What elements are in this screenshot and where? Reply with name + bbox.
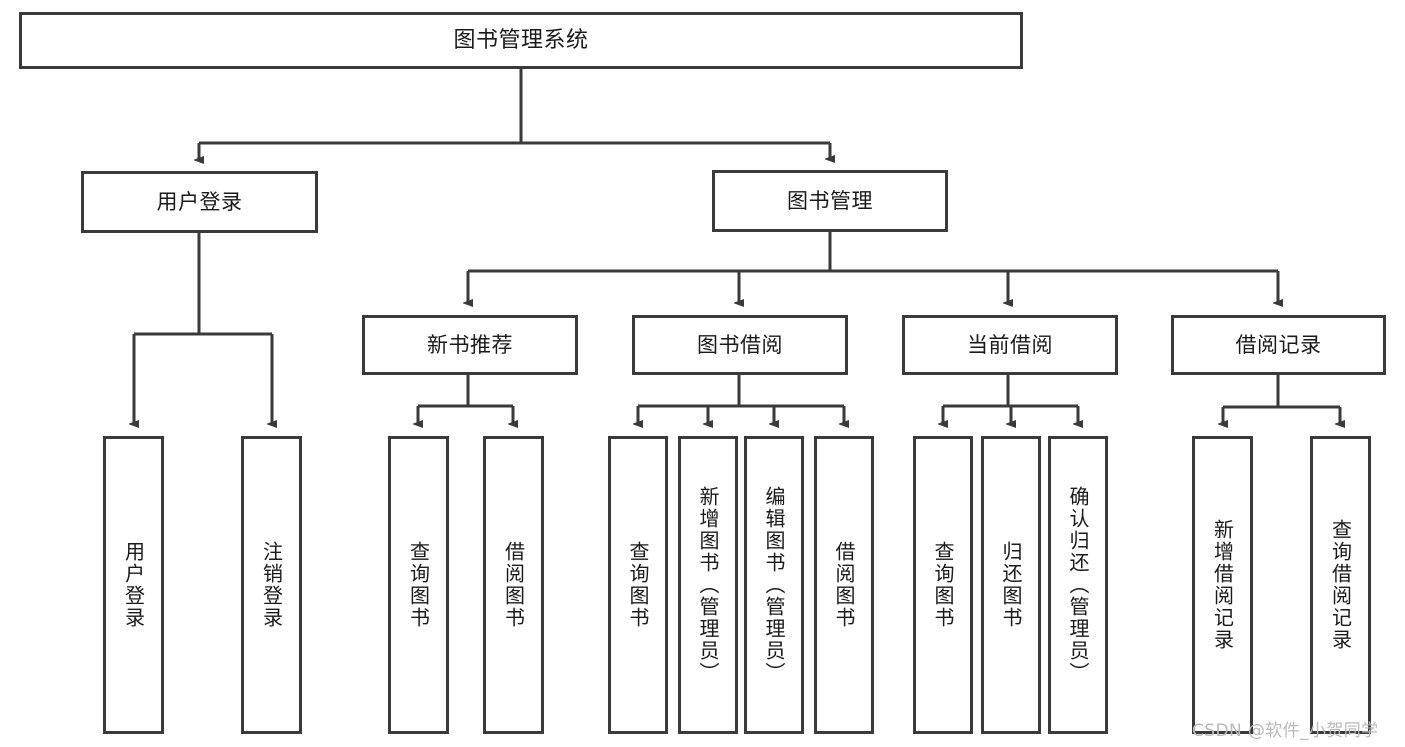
- node-user-login-label: 用户登录: [156, 189, 243, 214]
- node-new-book-rec-label: 新书推荐: [427, 332, 513, 357]
- node-leaf-confirm-return-label: 确认归还（管理员）: [1066, 486, 1090, 684]
- node-leaf-borrow-book-1[interactable]: 借阅图书: [483, 436, 544, 734]
- node-new-book-rec[interactable]: 新书推荐: [362, 315, 578, 375]
- node-current-borrow[interactable]: 当前借阅: [902, 315, 1118, 375]
- node-borrow-record[interactable]: 借阅记录: [1171, 315, 1386, 375]
- node-book-borrow[interactable]: 图书借阅: [632, 315, 848, 375]
- node-leaf-add-record-label: 新增借阅记录: [1210, 519, 1235, 651]
- node-leaf-user-login-label: 用户登录: [121, 541, 146, 629]
- node-leaf-user-login[interactable]: 用户登录: [103, 436, 164, 734]
- node-leaf-query-record[interactable]: 查询借阅记录: [1310, 436, 1371, 734]
- node-leaf-confirm-return[interactable]: 确认归还（管理员）: [1048, 436, 1108, 734]
- node-leaf-edit-book-label: 编辑图书（管理员）: [762, 486, 786, 684]
- node-current-borrow-label: 当前借阅: [967, 332, 1053, 357]
- node-user-login[interactable]: 用户登录: [81, 171, 318, 233]
- node-leaf-query-book-1[interactable]: 查询图书: [388, 436, 449, 734]
- node-leaf-query-book-2[interactable]: 查询图书: [608, 436, 668, 734]
- node-leaf-query-book-3[interactable]: 查询图书: [913, 436, 973, 734]
- node-borrow-record-label: 借阅记录: [1235, 332, 1322, 357]
- node-leaf-return-book-label: 归还图书: [999, 541, 1023, 629]
- node-leaf-borrow-book-2-label: 借阅图书: [832, 541, 856, 629]
- node-leaf-add-book[interactable]: 新增图书（管理员）: [678, 436, 738, 734]
- node-leaf-add-record[interactable]: 新增借阅记录: [1192, 436, 1253, 734]
- node-leaf-query-book-3-label: 查询图书: [931, 541, 955, 629]
- node-leaf-add-book-label: 新增图书（管理员）: [696, 486, 720, 684]
- node-book-manage-label: 图书管理: [787, 188, 873, 213]
- node-leaf-edit-book[interactable]: 编辑图书（管理员）: [744, 436, 804, 734]
- node-root[interactable]: 图书管理系统: [19, 12, 1023, 69]
- watermark-text: CSDN @软件_小贺同学: [1192, 721, 1379, 741]
- node-leaf-borrow-book-2[interactable]: 借阅图书: [814, 436, 874, 734]
- node-leaf-borrow-book-1-label: 借阅图书: [501, 541, 526, 629]
- node-leaf-query-book-1-label: 查询图书: [406, 541, 431, 629]
- node-leaf-logout[interactable]: 注销登录: [241, 436, 302, 734]
- node-book-manage[interactable]: 图书管理: [712, 170, 948, 232]
- node-book-borrow-label: 图书借阅: [697, 332, 783, 357]
- node-leaf-query-book-2-label: 查询图书: [626, 541, 650, 629]
- node-leaf-query-record-label: 查询借阅记录: [1328, 519, 1353, 651]
- node-root-label: 图书管理系统: [453, 27, 589, 53]
- node-leaf-return-book[interactable]: 归还图书: [981, 436, 1041, 734]
- node-leaf-logout-label: 注销登录: [259, 541, 284, 629]
